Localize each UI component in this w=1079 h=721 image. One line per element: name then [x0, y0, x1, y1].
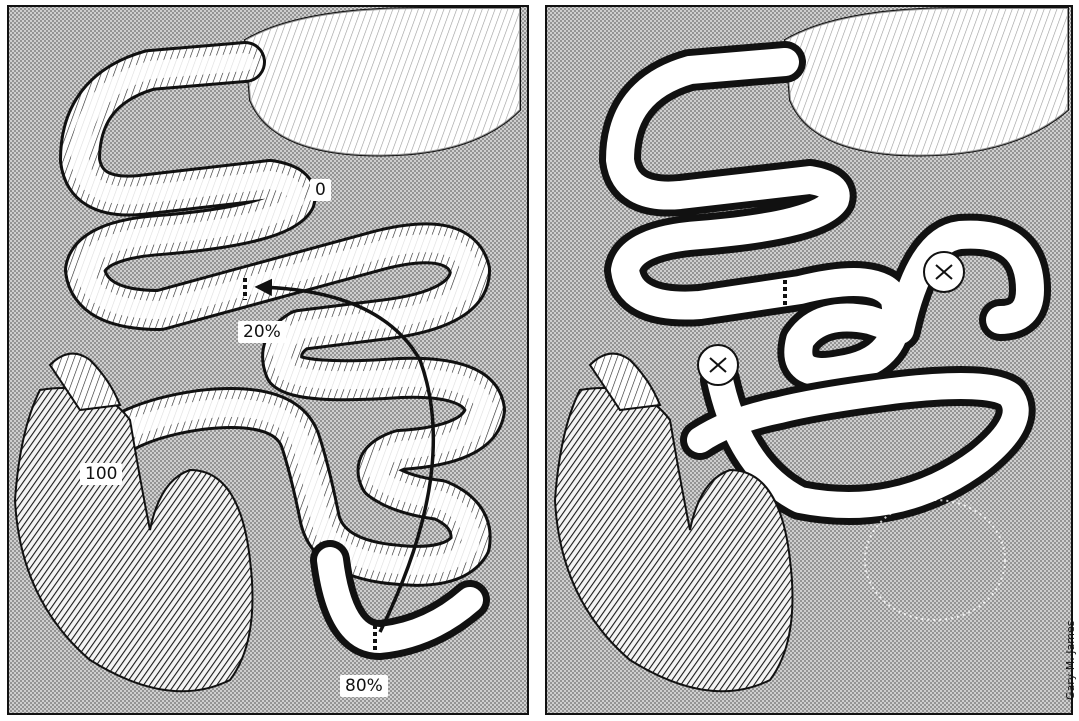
stoma-icon [924, 252, 964, 292]
label-eighty-percent: 80% [340, 675, 388, 697]
label-zero: 0 [310, 179, 331, 201]
artist-signature: Gary M. James [1064, 621, 1077, 700]
label-hundred: 100 [80, 463, 122, 485]
stoma-icon [698, 345, 738, 385]
left-panel [8, 6, 528, 714]
right-panel [546, 6, 1072, 714]
label-twenty-percent: 20% [238, 321, 286, 343]
